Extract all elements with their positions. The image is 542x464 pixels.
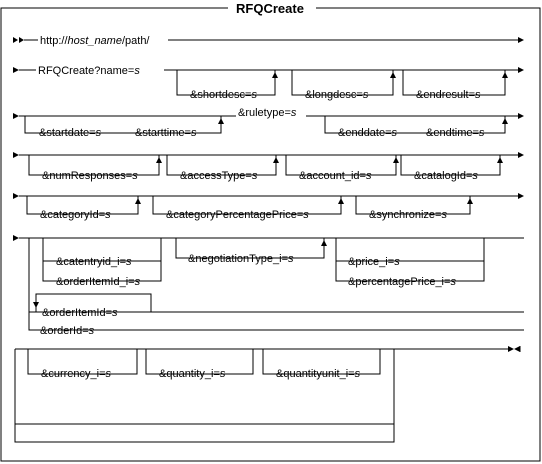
row2-up-arrow-2 <box>502 118 508 124</box>
row2-bypass-end <box>324 116 506 134</box>
row2-bypass-start <box>24 116 222 134</box>
row2-up-arrow-1 <box>218 118 224 124</box>
row1-bypass-longdesc <box>291 70 394 96</box>
row5-choice-1a <box>42 238 162 262</box>
param-categorypercentageprice: &categoryPercentagePrice=s <box>166 209 309 221</box>
param-endtime: &endtime=s <box>426 127 485 139</box>
row-1: RFQCreate?name=s &shortdesc=s &longdesc=… <box>13 65 524 101</box>
row1-end-arrow <box>518 67 524 73</box>
row4-up-arrow-3 <box>467 198 473 204</box>
row2-end-arrow <box>518 113 524 119</box>
title-backdrop <box>228 0 316 18</box>
end-arrow-1 <box>508 346 514 352</box>
row3-bypass-4 <box>400 155 501 176</box>
row3-bypass-3 <box>285 155 397 176</box>
param-longdesc: &longdesc=s <box>305 89 369 101</box>
row4-bypass-3 <box>355 196 471 215</box>
row4-lead-arrow <box>13 193 19 199</box>
row2-lead-arrow <box>13 113 19 119</box>
row6-choice-currency <box>27 349 138 375</box>
row5-choice-2b <box>335 261 485 282</box>
row3-bypass-1 <box>28 155 160 176</box>
param-orderid: &orderId=s <box>40 325 95 337</box>
start-arrow-1 <box>13 37 18 43</box>
diagram-title: RFQCreate <box>236 1 304 16</box>
start-arrow-2 <box>19 37 24 43</box>
row4-bypass-2 <box>152 196 342 215</box>
param-accesstype: &accessType=s <box>180 170 258 182</box>
row-2: &ruletype=s &startdate=s &starttime=s &e… <box>13 107 524 139</box>
row4-up-arrow-1 <box>135 198 141 204</box>
param-orderitemid: &orderItemId=s <box>42 307 118 319</box>
param-startdate: &startdate=s <box>39 127 102 139</box>
row6-choice-quantityunit <box>262 349 381 375</box>
param-account-id: &account_id=s <box>299 170 372 182</box>
url-text: http://host_name/path/ <box>40 35 150 47</box>
row3-up-arrow-3 <box>393 157 399 163</box>
row3-up-arrow-2 <box>273 157 279 163</box>
param-quantity-i: &quantity_i=s <box>159 368 226 380</box>
param-catalogid: &catalogId=s <box>414 170 478 182</box>
row4-bypass-1 <box>26 196 139 215</box>
row1-up-arrow-2 <box>390 72 396 78</box>
row3-end-arrow <box>518 152 524 158</box>
row1-bypass-shortdesc <box>176 70 276 96</box>
param-orderitemid-i: &orderItemId_i=s <box>56 276 141 288</box>
row-6: &currency_i=s &quantity_i=s &quantityuni… <box>14 346 521 443</box>
param-currency-i: &currency_i=s <box>41 368 112 380</box>
row1-bypass-endresult <box>402 70 506 96</box>
row-3: &numResponses=s &accessType=s &account_i… <box>13 152 524 182</box>
param-starttime: &starttime=s <box>135 127 197 139</box>
continue-arrow <box>518 37 524 43</box>
row5-choice-2a <box>335 238 485 262</box>
row5-up-arrow-1 <box>321 240 327 246</box>
url-row: http://host_name/path/ <box>13 35 524 47</box>
row4-up-arrow-2 <box>338 198 344 204</box>
param-percentageprice-i: &percentagePrice_i=s <box>348 276 456 288</box>
row5-bypass-negotiation <box>175 238 325 259</box>
param-rfqcreate-name: RFQCreate?name=s <box>38 65 140 77</box>
param-negotiationtype: &negotiationType_i=s <box>188 253 294 265</box>
row3-lead-arrow <box>13 152 19 158</box>
row-4: &categoryId=s &categoryPercentagePrice=s… <box>13 193 524 221</box>
row-5: &orderId=s &orderItemId=s &catentryid_i=… <box>13 235 524 337</box>
row5-lead-arrow <box>13 235 19 241</box>
param-ruletype: &ruletype=s <box>238 107 297 119</box>
param-price-i: &price_i=s <box>348 256 400 268</box>
row5-down-arrow <box>33 302 39 308</box>
row5-orderid-branch <box>28 238 524 331</box>
row3-bypass-2 <box>166 155 277 176</box>
param-endresult: &endresult=s <box>416 89 481 101</box>
row6-repeat-loop <box>14 349 395 443</box>
param-enddate: &enddate=s <box>338 127 398 139</box>
end-arrow-2 <box>514 346 520 352</box>
param-categoryid: &categoryId=s <box>40 209 111 221</box>
row4-end-arrow <box>518 193 524 199</box>
param-catentryid: &catentryid_i=s <box>56 256 132 268</box>
row6-choice-quantity <box>145 349 254 375</box>
param-synchronize: &synchronize=s <box>369 209 447 221</box>
row3-up-arrow-4 <box>497 157 503 163</box>
param-shortdesc: &shortdesc=s <box>190 89 257 101</box>
param-quantityunit-i: &quantityunit_i=s <box>276 368 361 380</box>
row1-lead-arrow <box>13 67 19 73</box>
row5-choice-1b <box>42 261 162 282</box>
row1-up-arrow-1 <box>272 72 278 78</box>
param-numresponses: &numResponses=s <box>42 170 138 182</box>
row3-up-arrow-1 <box>156 157 162 163</box>
row1-up-arrow-3 <box>502 72 508 78</box>
